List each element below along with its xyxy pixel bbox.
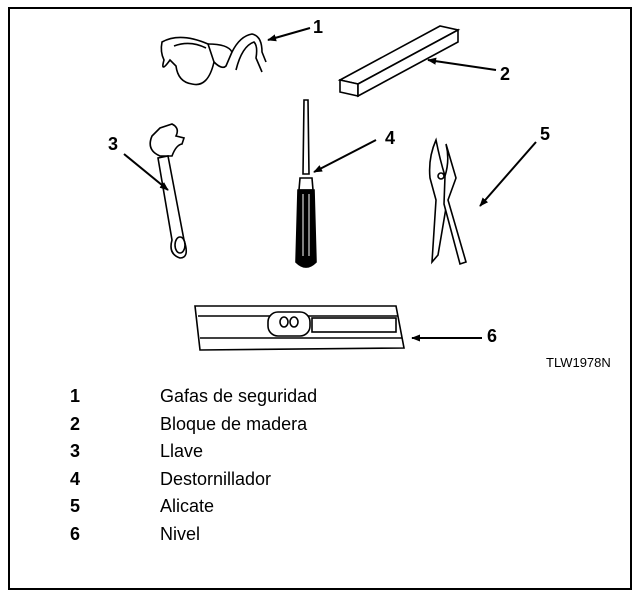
legend-number: 5 xyxy=(70,496,81,517)
callout-3: 3 xyxy=(108,134,118,154)
wrench-icon xyxy=(149,123,188,259)
callout-5: 5 xyxy=(540,124,550,144)
legend-number: 1 xyxy=(70,386,81,407)
arrow-2 xyxy=(427,57,497,71)
figure-frame xyxy=(8,7,632,590)
callout-4: 4 xyxy=(385,128,395,148)
arrow-5 xyxy=(479,141,537,207)
legend-item: 5 Alicate xyxy=(70,493,317,521)
legend-item: 6 Nivel xyxy=(70,521,317,549)
legend-label: Destornillador xyxy=(160,468,272,489)
safety-glasses-icon xyxy=(160,33,267,86)
legend-number: 4 xyxy=(70,468,81,489)
arrow-1 xyxy=(267,27,311,42)
callout-6: 6 xyxy=(487,326,497,346)
level-icon xyxy=(194,305,405,351)
legend-label: Llave xyxy=(160,441,204,462)
arrow-4 xyxy=(313,139,377,173)
legend-number: 6 xyxy=(70,523,81,544)
wood-block-icon xyxy=(337,25,461,98)
legend-label: Bloque de madera xyxy=(160,413,308,434)
arrow-3 xyxy=(123,153,169,191)
legend-item: 2 Bloque de madera xyxy=(70,411,317,439)
legend-list: 1 Gafas de seguridad 2 Bloque de madera … xyxy=(70,383,317,548)
legend-item: 1 Gafas de seguridad xyxy=(70,383,317,411)
callout-arrows xyxy=(123,27,537,342)
callout-1: 1 xyxy=(313,17,323,37)
legend-item: 3 Llave xyxy=(70,438,317,466)
pliers-icon xyxy=(428,137,467,266)
legend-item: 4 Destornillador xyxy=(70,466,317,494)
screwdriver-icon xyxy=(295,99,317,268)
legend-label: Nivel xyxy=(160,523,201,544)
drawing-code: TLW1978N xyxy=(546,355,611,370)
legend-number: 2 xyxy=(70,413,81,434)
legend-label: Gafas de seguridad xyxy=(160,386,318,407)
callout-2: 2 xyxy=(500,64,510,84)
legend-number: 3 xyxy=(70,441,81,462)
legend-label: Alicate xyxy=(160,496,215,517)
